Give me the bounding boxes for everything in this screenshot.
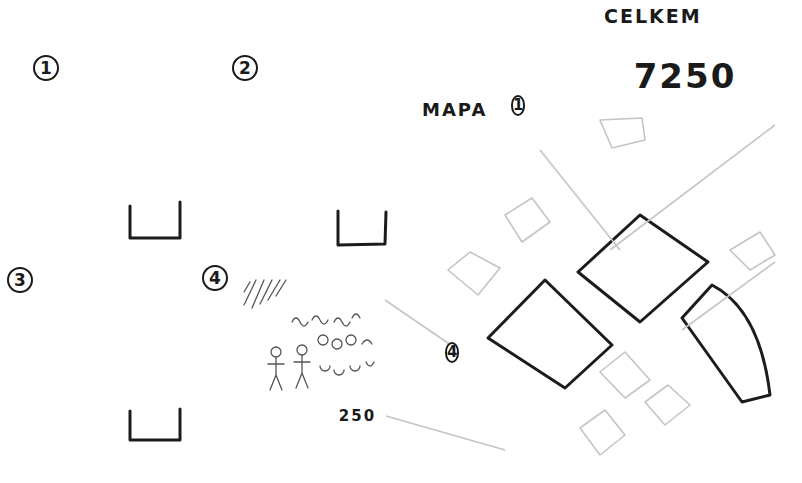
- heading-text: CELKEM: [604, 6, 702, 27]
- callout-number: 4: [202, 265, 229, 292]
- callout-number: 1: [33, 55, 60, 82]
- heading-text: MAPA: [422, 100, 487, 120]
- faint-road-line: [540, 150, 620, 250]
- faint-map-plot: [448, 252, 500, 295]
- stick-figure: [297, 345, 307, 355]
- map-frame: 1 4 MAPA: [422, 100, 778, 470]
- empty-value-box: [130, 409, 180, 440]
- crowd-scribble: [292, 314, 360, 326]
- callout-number: 4: [445, 342, 459, 363]
- map-plot: [682, 285, 770, 402]
- faint-road-line: [610, 125, 775, 250]
- empty-value-box: [130, 202, 180, 238]
- screen-panel: 3: [48, 275, 190, 410]
- map-plot: 4: [445, 342, 593, 466]
- faint-map-plot: [730, 232, 775, 270]
- callout-number: 2: [232, 55, 259, 82]
- screen-panel: 1: [52, 78, 192, 206]
- faint-leader-line: [385, 300, 458, 350]
- map-plot: [488, 280, 612, 388]
- faint-leader-line: [386, 416, 505, 450]
- faint-map-plot: [600, 352, 650, 398]
- crowd-scribble: [318, 335, 372, 349]
- stick-figure: [294, 355, 310, 388]
- faint-road-line: [682, 262, 775, 330]
- hatching: [244, 280, 286, 308]
- value-text: 7250: [634, 58, 737, 95]
- total-box: CELKEM7250: [598, 50, 772, 104]
- empty-value-box: [338, 211, 386, 245]
- map-plot: [578, 215, 708, 322]
- callout-number: 1: [511, 95, 525, 116]
- value-text: 250: [339, 408, 376, 425]
- screen-panel: 4: [235, 272, 390, 400]
- faint-map-plot: [505, 198, 550, 242]
- faint-map-plot: [645, 385, 690, 425]
- screen-panel: 2: [250, 75, 388, 210]
- faint-map-plot: [600, 118, 645, 148]
- crowd-illustration: [244, 280, 374, 390]
- crowd-scribble: [320, 362, 374, 375]
- stick-figure: [271, 347, 281, 357]
- callout-number: 3: [7, 267, 34, 294]
- map-plot: 1: [503, 123, 635, 251]
- faint-map-plot: [580, 410, 625, 455]
- stick-figure: [268, 357, 284, 390]
- value-box: 250: [330, 402, 385, 430]
